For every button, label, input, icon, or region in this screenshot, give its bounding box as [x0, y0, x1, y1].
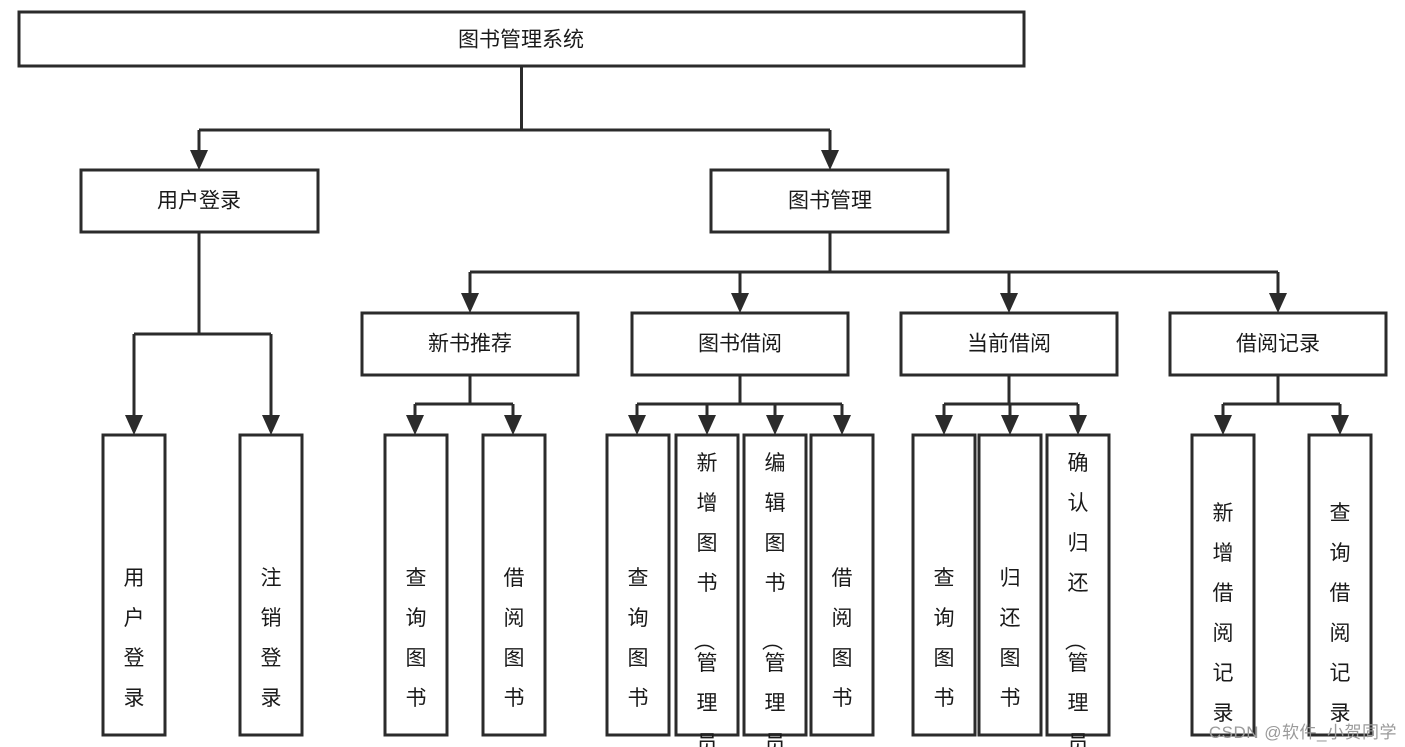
- node-borrow-record-box[interactable]: [1168, 311, 1388, 377]
- leaf-query-book-current-label: 查询图书: [934, 567, 955, 710]
- node-new-book-recommend-label: 新书推荐: [428, 333, 512, 356]
- connector-layer: [125, 66, 1349, 435]
- arrow-head-book-manage: [821, 150, 839, 170]
- arrow-head-borrow-record: [1269, 293, 1287, 313]
- leaf-add-book-admin-label: 新增图书（管理员）: [692, 452, 718, 747]
- leaf-add-borrow-record-label: 新增借阅记录: [1213, 502, 1234, 725]
- arrow-head-cb-leaf-1: [935, 415, 953, 435]
- leaf-query-book-newbook-label: 查询图书: [406, 567, 427, 710]
- leaf-user-login-label: 用户登录: [124, 567, 145, 710]
- leaf-borrow-book-borrow-box[interactable]: [809, 433, 875, 737]
- leaf-confirm-return-admin[interactable]: 确认归还（管理员）: [1045, 433, 1111, 747]
- arrow-head-leaf-logout: [262, 415, 280, 435]
- leaf-return-book-box[interactable]: [977, 433, 1043, 737]
- node-root-label: 图书管理系统: [458, 29, 584, 52]
- leaf-add-borrow-record-box[interactable]: [1190, 433, 1256, 737]
- node-user-login[interactable]: 用户登录: [79, 168, 320, 234]
- leaf-confirm-return-admin-box[interactable]: [1045, 433, 1111, 737]
- node-current-borrow[interactable]: 当前借阅: [899, 311, 1119, 377]
- leaf-query-book-current[interactable]: 查询图书: [911, 433, 977, 737]
- arrow-head-borrow-book: [731, 293, 749, 313]
- leaf-query-book-borrow-box[interactable]: [605, 433, 671, 737]
- node-borrow-record-label: 借阅记录: [1236, 333, 1320, 356]
- node-book-borrow[interactable]: 图书借阅: [630, 311, 850, 377]
- arrow-head-bb-leaf-4: [833, 415, 851, 435]
- arrow-head-user-login: [190, 150, 208, 170]
- leaf-edit-book-admin[interactable]: 编辑图书（管理员）: [742, 433, 808, 747]
- leaf-logout-box[interactable]: [238, 433, 304, 737]
- arrow-head-nb-leaf-2: [504, 415, 522, 435]
- leaf-query-book-newbook[interactable]: 查询图书: [383, 433, 449, 737]
- leaf-query-book-borrow[interactable]: 查询图书: [605, 433, 671, 737]
- leaf-return-book-label: 归还图书: [1000, 567, 1021, 710]
- node-book-manage-box[interactable]: [709, 168, 950, 234]
- leaf-add-book-admin-box[interactable]: [674, 433, 740, 737]
- leaf-query-book-current-box[interactable]: [911, 433, 977, 737]
- leaf-query-borrow-record-label: 查询借阅记录: [1330, 502, 1351, 725]
- node-root-box[interactable]: [17, 10, 1026, 68]
- leaf-logout[interactable]: 注销登录: [238, 433, 304, 737]
- node-new-book-recommend-box[interactable]: [360, 311, 580, 377]
- arrow-head-leaf-user-login: [125, 415, 143, 435]
- node-current-borrow-box[interactable]: [899, 311, 1119, 377]
- node-book-borrow-label: 图书借阅: [698, 333, 782, 356]
- arrow-head-bb-leaf-2: [698, 415, 716, 435]
- node-current-borrow-label: 当前借阅: [967, 333, 1051, 356]
- node-book-manage[interactable]: 图书管理: [709, 168, 950, 234]
- leaf-add-book-admin[interactable]: 新增图书（管理员）: [674, 433, 740, 747]
- arrow-head-br-leaf-2: [1331, 415, 1349, 435]
- node-user-login-box[interactable]: [79, 168, 320, 234]
- leaf-edit-book-admin-label: 编辑图书（管理员）: [760, 452, 786, 747]
- leaf-return-book[interactable]: 归还图书: [977, 433, 1043, 737]
- leaf-borrow-book-newbook-box[interactable]: [481, 433, 547, 737]
- leaf-query-book-borrow-label: 查询图书: [628, 567, 649, 710]
- node-root[interactable]: 图书管理系统: [17, 10, 1026, 68]
- arrow-head-current-borrow: [1000, 293, 1018, 313]
- leaf-user-login-box[interactable]: [101, 433, 167, 737]
- leaf-query-borrow-record[interactable]: 查询借阅记录: [1307, 433, 1373, 737]
- leaf-add-borrow-record[interactable]: 新增借阅记录: [1190, 433, 1256, 737]
- arrow-head-bb-leaf-3: [766, 415, 784, 435]
- arrow-head-cb-leaf-3: [1069, 415, 1087, 435]
- leaf-borrow-book-newbook-label: 借阅图书: [504, 567, 525, 710]
- arrow-head-new-book: [461, 293, 479, 313]
- arrow-head-bb-leaf-1: [628, 415, 646, 435]
- arrow-head-br-leaf-1: [1214, 415, 1232, 435]
- leaf-edit-book-admin-box[interactable]: [742, 433, 808, 737]
- arrow-head-cb-leaf-2: [1001, 415, 1019, 435]
- node-user-login-label: 用户登录: [157, 190, 241, 213]
- leaf-user-login[interactable]: 用户登录: [101, 433, 167, 737]
- leaf-query-book-newbook-box[interactable]: [383, 433, 449, 737]
- leaf-borrow-book-borrow[interactable]: 借阅图书: [809, 433, 875, 737]
- node-book-manage-label: 图书管理: [788, 190, 872, 213]
- arrow-head-nb-leaf-1: [406, 415, 424, 435]
- node-book-borrow-box[interactable]: [630, 311, 850, 377]
- node-borrow-record[interactable]: 借阅记录: [1168, 311, 1388, 377]
- node-new-book-recommend[interactable]: 新书推荐: [360, 311, 580, 377]
- leaf-borrow-book-newbook[interactable]: 借阅图书: [481, 433, 547, 737]
- leaf-borrow-book-borrow-label: 借阅图书: [832, 567, 853, 710]
- leaf-confirm-return-admin-label: 确认归还（管理员）: [1063, 452, 1089, 747]
- leaf-logout-label: 注销登录: [261, 567, 282, 710]
- leaf-query-borrow-record-box[interactable]: [1307, 433, 1373, 737]
